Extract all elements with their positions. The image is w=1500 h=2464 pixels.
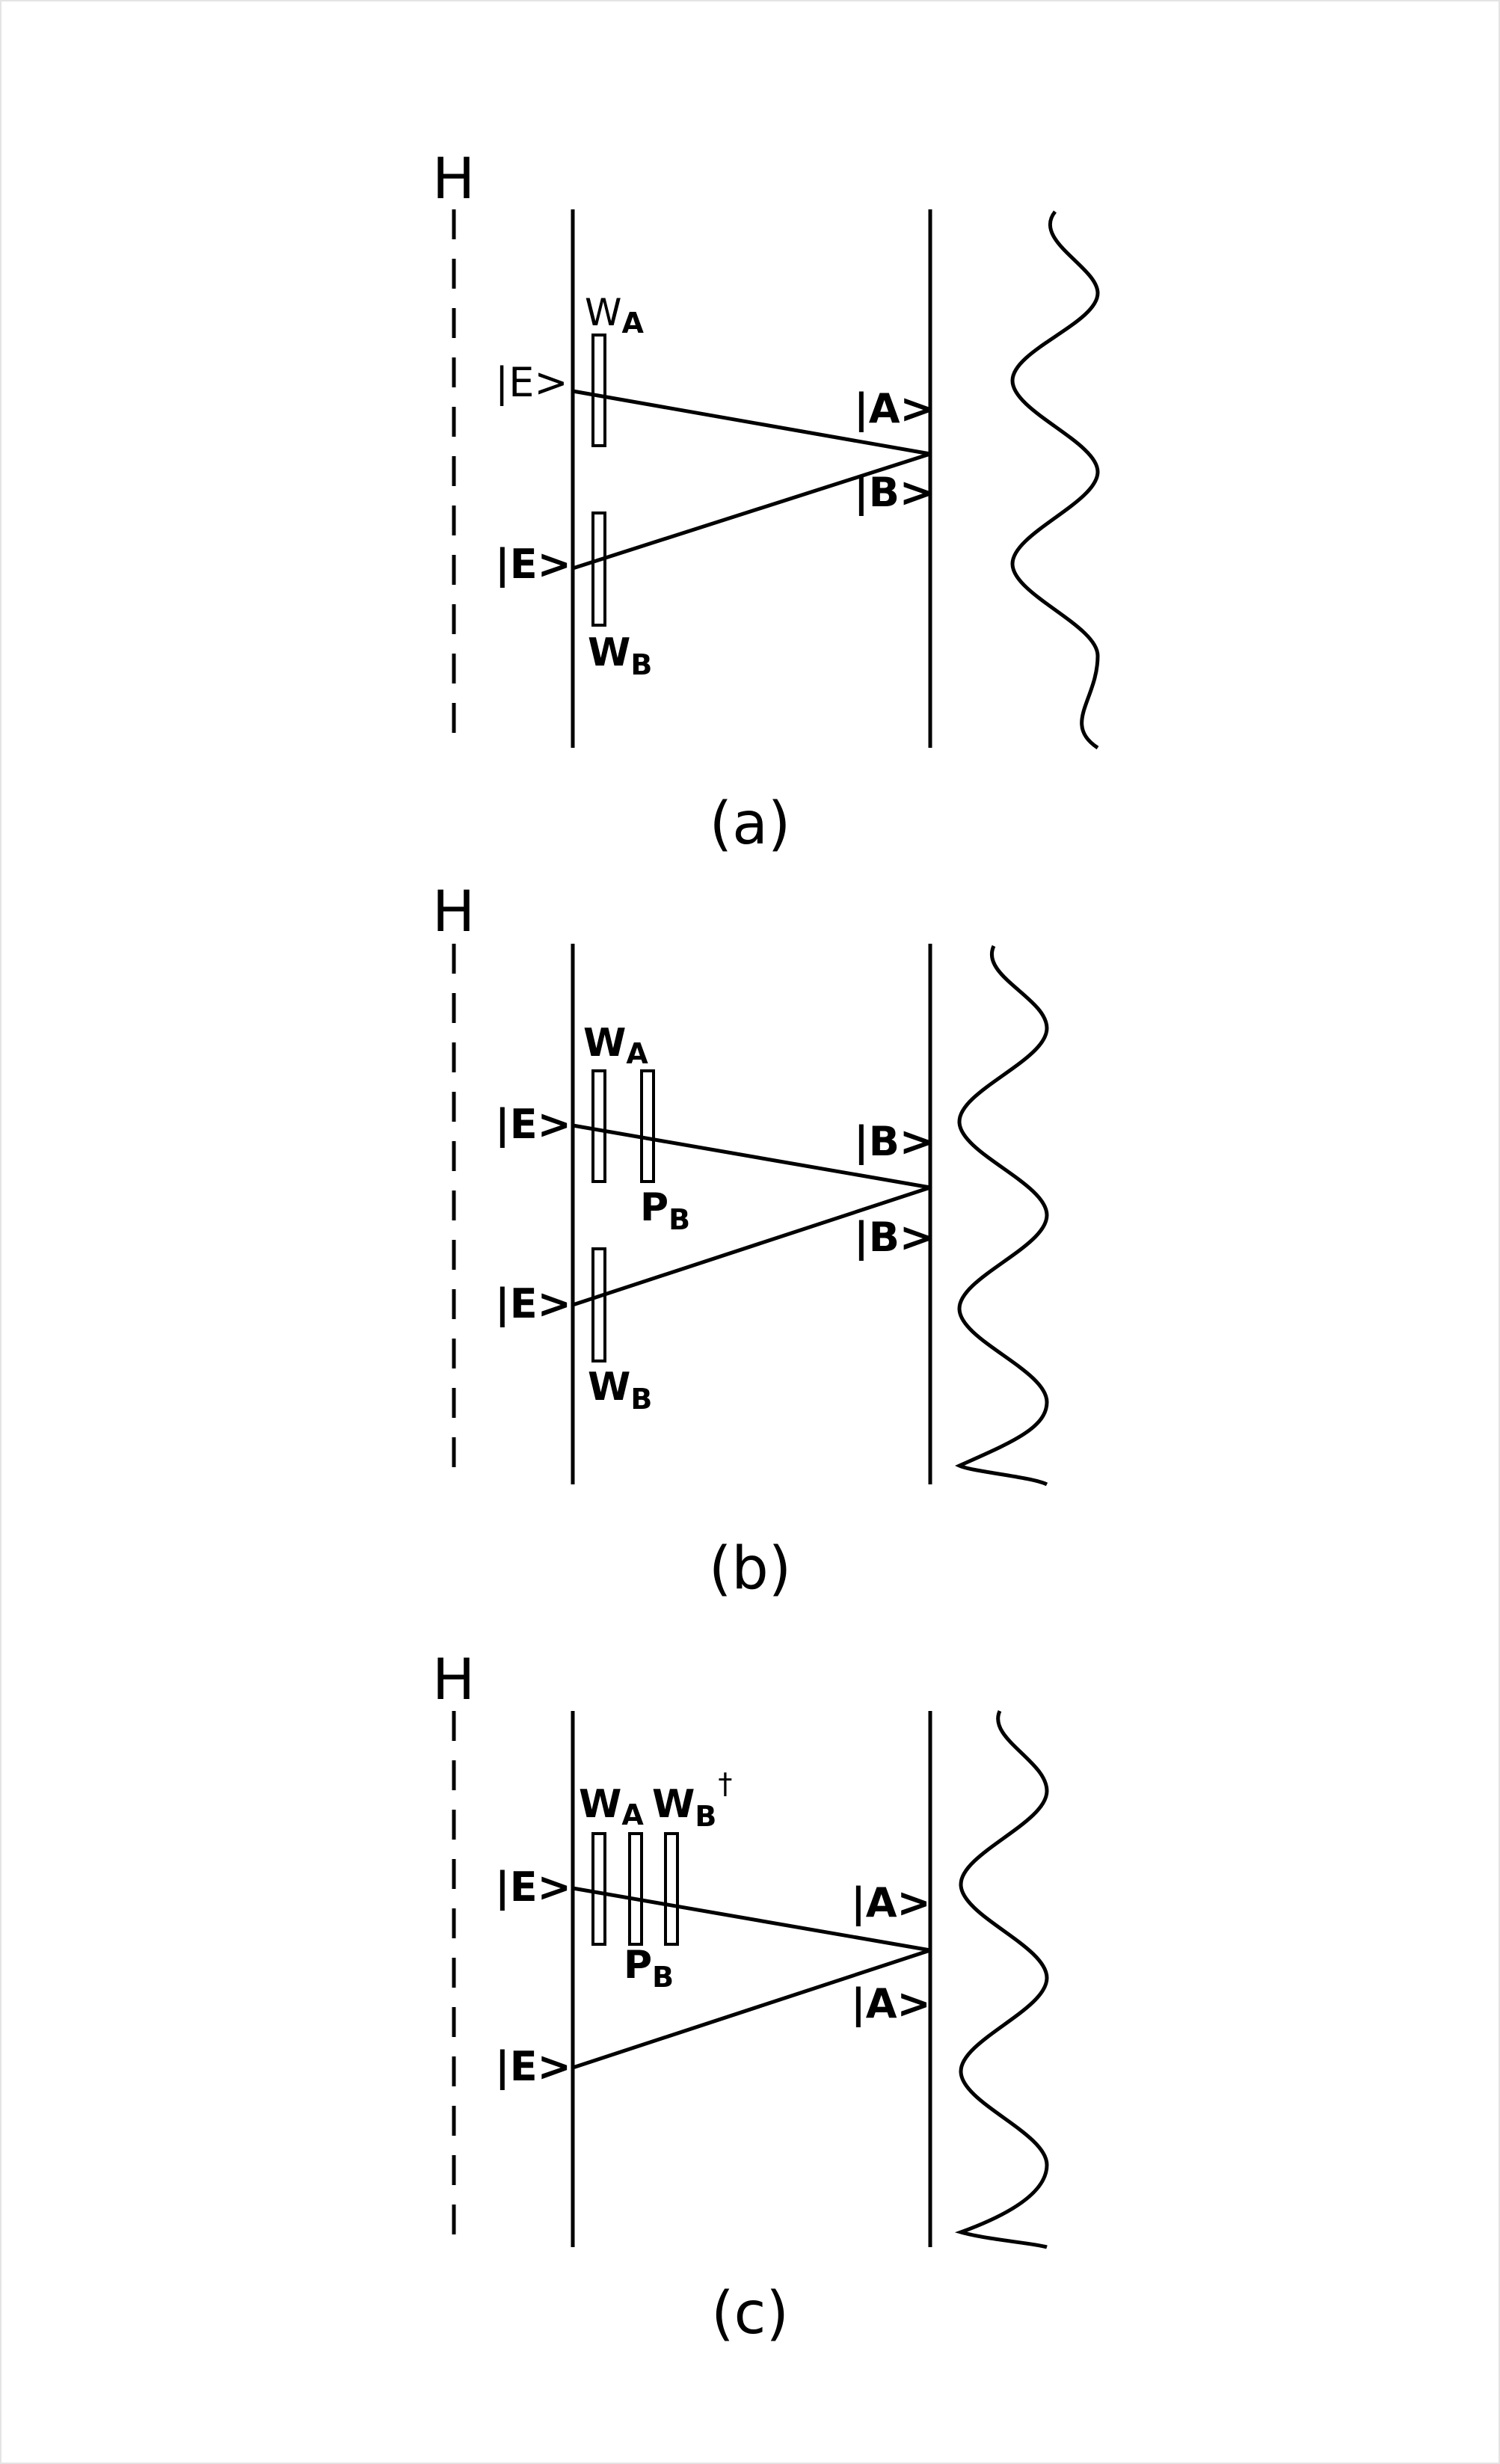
- screen-state-label: |B>: [854, 469, 933, 516]
- operator-label-WB-dagger: WB†: [652, 1767, 732, 1833]
- operator-plate-WB: [591, 1247, 606, 1362]
- op-name: W: [588, 630, 630, 675]
- hamiltonian-label: H: [432, 878, 475, 944]
- operator-plate-WA: [591, 334, 606, 447]
- hamiltonian-label: H: [432, 145, 475, 212]
- operator-plate-PB: [628, 1832, 643, 1946]
- op-sub: B: [668, 1203, 690, 1236]
- source-state-label: |E>: [495, 359, 568, 406]
- panel-caption: (b): [709, 1535, 791, 1603]
- op-name: W: [583, 1021, 626, 1066]
- operator-label-PB: PB: [624, 1943, 674, 1994]
- operator-plate-WB-dagger: [664, 1832, 679, 1946]
- screen-state-label: |A>: [851, 1879, 931, 1926]
- operator-plate-WB: [591, 511, 606, 627]
- path-upper: [572, 1123, 931, 1190]
- operator-plate-WA: [591, 1832, 606, 1946]
- operator-plate-WA: [591, 1069, 606, 1183]
- op-name: P: [624, 1943, 652, 1988]
- operator-label-PB: PB: [640, 1185, 690, 1236]
- operator-label-WB: WB: [588, 630, 652, 681]
- op-sub: A: [621, 307, 644, 340]
- panel-c: H WA WB† PB |E> |E> |A> |A> (c): [432, 1646, 1049, 2347]
- screen-state-label: |A>: [851, 1980, 931, 2027]
- operator-label-WA: WA: [585, 291, 644, 340]
- op-sub: B: [652, 1961, 674, 1994]
- op-name: W: [652, 1782, 695, 1827]
- op-name: W: [579, 1782, 621, 1827]
- path-lower: [572, 1185, 931, 1307]
- op-sub: A: [621, 1798, 644, 1831]
- panel-caption: (a): [710, 790, 791, 858]
- path-lower: [572, 452, 931, 571]
- op-sub: A: [626, 1037, 648, 1070]
- source-state-label: |E>: [495, 1864, 571, 1911]
- operator-label-WA: WA: [579, 1782, 644, 1831]
- source-state-label: |E>: [495, 1280, 571, 1327]
- op-name: W: [585, 291, 621, 334]
- op-name: W: [588, 1365, 630, 1410]
- panel-caption: (c): [711, 2280, 789, 2347]
- hamiltonian-label: H: [432, 1646, 475, 1712]
- op-name: P: [640, 1185, 668, 1230]
- path-lower: [572, 1948, 931, 2070]
- panel-b: H WA PB WB |E> |E> |B> |B> (b): [432, 878, 1049, 1603]
- op-sub: B: [695, 1800, 716, 1833]
- panel-a: H WA WB |E> |E> |A> |B> (a): [432, 145, 1100, 858]
- interference-pattern-curve: [954, 1709, 1049, 2249]
- interference-pattern-curve: [1010, 210, 1100, 750]
- interference-pattern-curve: [954, 944, 1049, 1487]
- op-sub: B: [630, 648, 652, 681]
- screen-state-label: |A>: [854, 385, 934, 432]
- path-upper: [572, 1886, 931, 1953]
- source-state-label: |E>: [495, 541, 571, 588]
- screen-state-label: |B>: [854, 1214, 933, 1261]
- operator-plate-PB: [640, 1069, 655, 1183]
- screen-state-label: |B>: [854, 1118, 933, 1165]
- operator-label-WA: WA: [583, 1021, 648, 1070]
- path-upper: [572, 389, 931, 456]
- op-sup: †: [718, 1767, 732, 1800]
- operator-label-WB: WB: [588, 1365, 652, 1416]
- source-state-label: |E>: [495, 1101, 571, 1148]
- source-state-label: |E>: [495, 2043, 571, 2090]
- op-sub: B: [630, 1383, 652, 1416]
